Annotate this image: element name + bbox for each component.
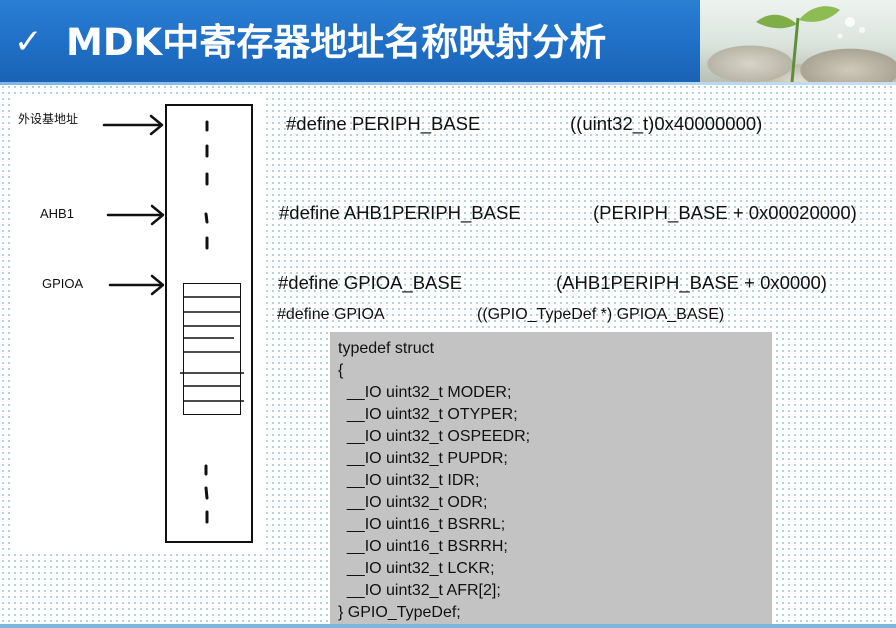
define-value: (PERIPH_BASE + 0x00020000) (593, 202, 857, 223)
define-gpioa-base: #define GPIOA_BASE (AHB1PERIPH_BASE + 0x… (278, 272, 827, 294)
define-name: #define PERIPH_BASE (286, 113, 481, 134)
code-line: __IO uint16_t BSRRH; (338, 538, 508, 555)
slide-title: MDK中寄存器地址名称映射分析 (66, 21, 607, 64)
register-lines (180, 296, 244, 402)
label-periph-base: 外设基地址 (18, 112, 79, 126)
code-line: __IO uint16_t BSRRL; (338, 516, 506, 533)
ellipsis-dashes-bottom (204, 464, 209, 524)
define-value: (AHB1PERIPH_BASE + 0x0000) (556, 272, 827, 293)
define-name: #define GPIOA_BASE (278, 272, 463, 293)
define-name: #define GPIOA (277, 306, 385, 323)
label-ahb1: AHB1 (40, 206, 74, 221)
gpioa-register-block (183, 283, 241, 415)
arrow-right-icon (106, 204, 165, 226)
arrow-right-icon (108, 274, 165, 296)
code-line: __IO uint32_t OTYPER; (338, 406, 518, 423)
code-line: __IO uint32_t ODR; (338, 494, 488, 511)
code-line: __IO uint32_t OSPEEDR; (338, 428, 531, 445)
code-line: __IO uint32_t AFR[2]; (338, 582, 501, 599)
define-periph-base: #define PERIPH_BASE ((uint32_t)0x4000000… (286, 113, 762, 135)
define-gpioa: #define GPIOA ((GPIO_TypeDef *) GPIOA_BA… (277, 306, 724, 324)
code-line: __IO uint32_t LCKR; (338, 560, 495, 577)
define-value: ((GPIO_TypeDef *) GPIOA_BASE) (477, 306, 725, 323)
code-line: __IO uint32_t MODER; (338, 384, 512, 401)
code-line: { (338, 362, 344, 379)
struct-code-panel (330, 332, 772, 628)
label-gpioa: GPIOA (42, 276, 84, 291)
footer-bar (0, 624, 896, 628)
code-line: __IO uint32_t IDR; (338, 472, 480, 489)
code-line: } GPIO_TypeDef; (338, 604, 461, 621)
header-divider (0, 82, 896, 85)
define-value: ((uint32_t)0x40000000) (570, 113, 763, 134)
define-ahb1periph-base: #define AHB1PERIPH_BASE (PERIPH_BASE + 0… (279, 202, 857, 224)
define-name: #define AHB1PERIPH_BASE (279, 202, 521, 223)
code-line: __IO uint32_t PUPDR; (338, 450, 508, 467)
ellipsis-dashes-mid (204, 212, 209, 250)
arrow-right-icon (102, 114, 164, 136)
code-line: typedef struct (338, 340, 435, 357)
header-photo (700, 0, 896, 82)
check-icon: ✓ (14, 22, 43, 62)
sprout-image (756, 6, 865, 82)
